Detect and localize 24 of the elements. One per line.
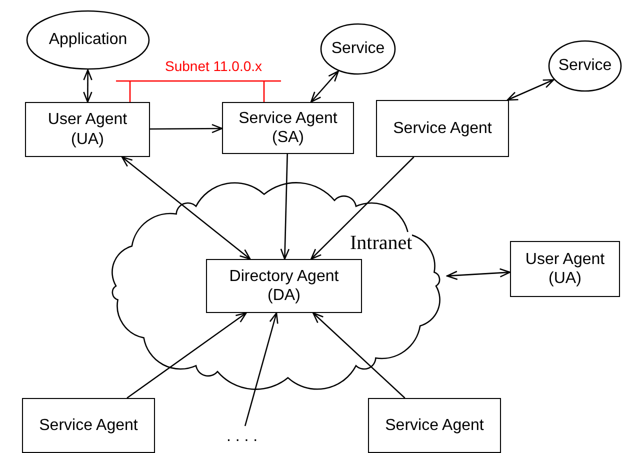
arrow — [121, 156, 251, 260]
arrow — [83, 69, 92, 103]
arrow — [244, 312, 278, 426]
arrow — [506, 79, 554, 101]
agent-box: Directory Agent (DA) — [206, 259, 362, 313]
agent-box: Service Agent (SA) — [222, 102, 354, 154]
ellipsis-text: . . . . — [226, 428, 258, 446]
subnet-line — [115, 80, 282, 102]
node-label: Service — [558, 57, 612, 75]
agent-box: Service Agent — [368, 398, 501, 453]
agent-box: Service Agent — [376, 100, 509, 157]
arrow — [310, 70, 339, 103]
arrow — [280, 154, 290, 260]
edge-label: Subnet 11.0.0.x — [165, 58, 262, 74]
arrow — [312, 312, 406, 398]
arrow — [310, 156, 414, 260]
agent-box: User Agent (UA) — [510, 241, 620, 297]
node-label: Application — [48, 31, 128, 49]
arrow — [150, 124, 223, 134]
arrow — [126, 312, 247, 399]
arrow — [446, 268, 511, 280]
agent-box: Service Agent — [22, 398, 155, 453]
agent-box: User Agent (UA) — [25, 102, 150, 157]
node-label: Service — [331, 40, 385, 58]
